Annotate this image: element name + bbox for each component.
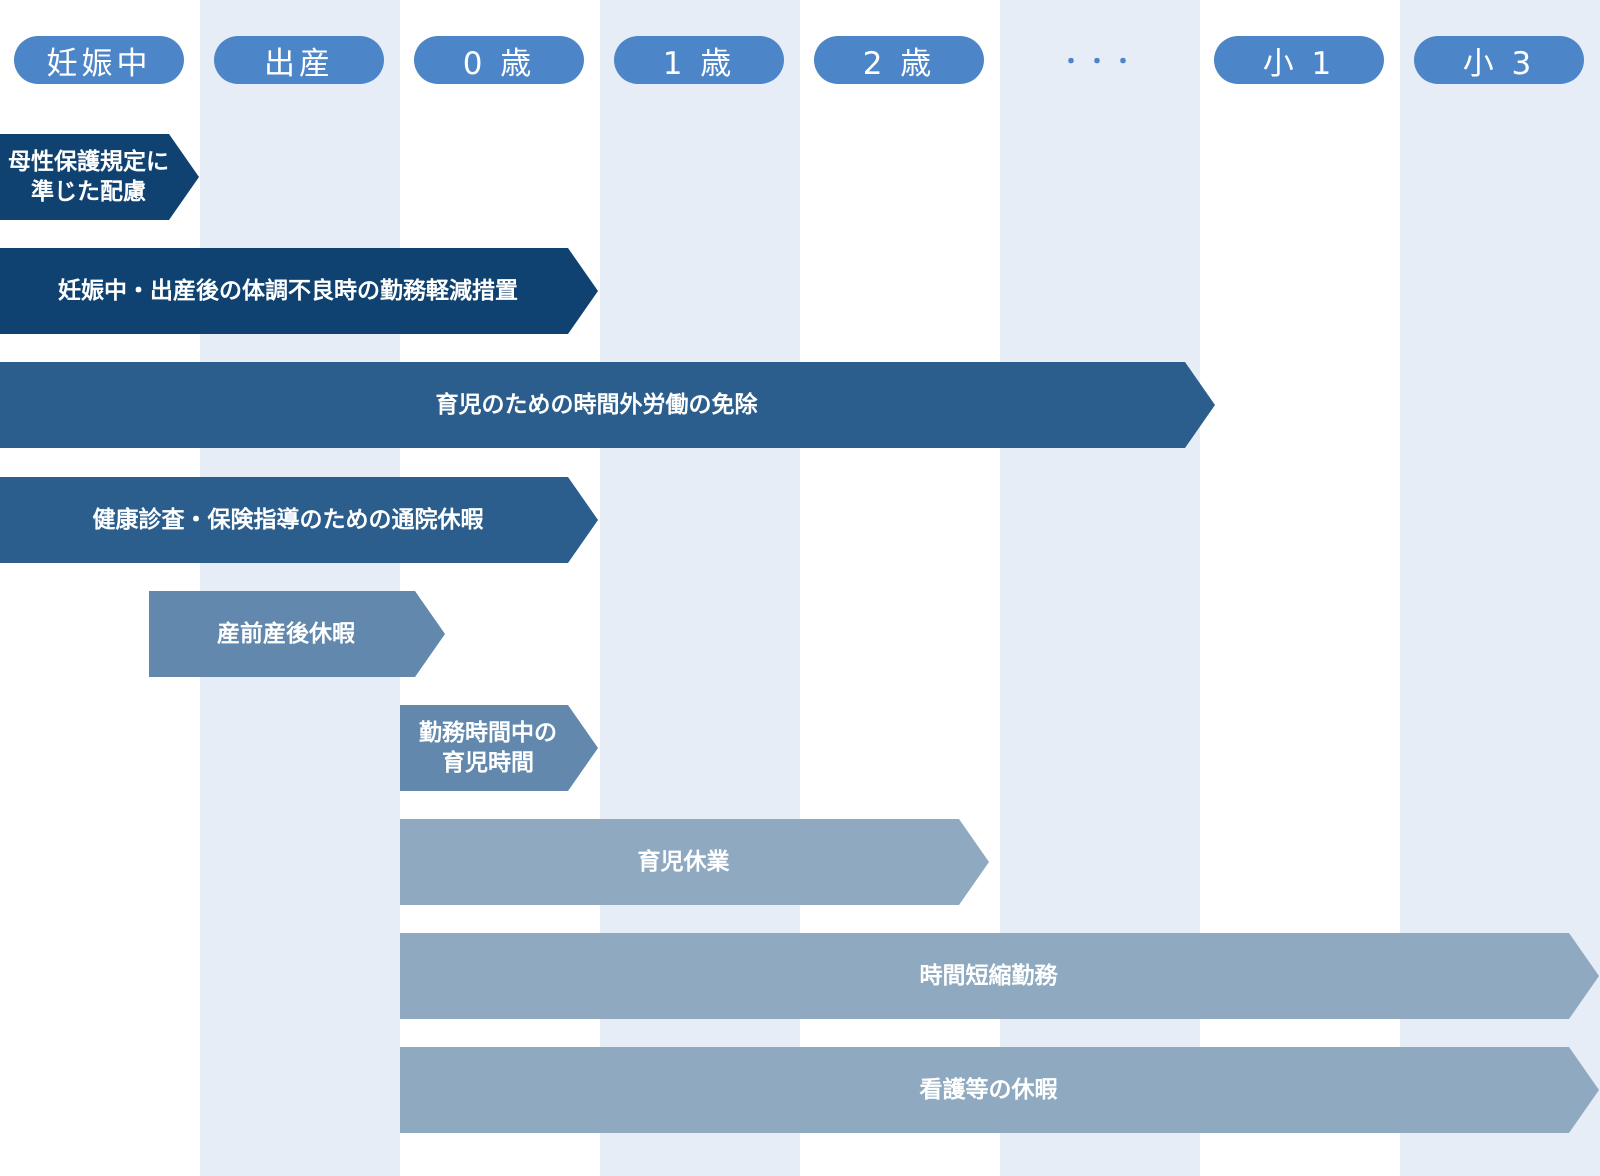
stage-pill-birth: 出産 [214,36,384,84]
measure-bar-shorter-hours: 時間短縮勤務 [400,933,1599,1019]
measure-bar-nursing-care-leave: 看護等の休暇 [400,1047,1599,1133]
measure-label: 時間短縮勤務 [919,963,1058,989]
stage-ellipsis: ・・・ [1059,50,1138,75]
stage-pill-age-2: 2 歳 [814,36,984,84]
column-band [200,0,400,1176]
measure-label: 産前産後休暇 [217,621,355,647]
measure-bar-nursing-time: 勤務時間中の育児時間 [400,705,598,791]
measure-label: 妊娠中・出産後の体調不良時の勤務軽減措置 [58,278,518,304]
measure-bar-childcare-leave: 育児休業 [400,819,989,905]
measure-label: 健康診査・保険指導のための通院休暇 [92,507,484,533]
stage-pill-elementary-1: 小 1 [1214,36,1384,84]
measure-bar-maternal-protection: 母性保護規定に準じた配慮 [0,134,199,220]
measure-bar-overtime-exemption: 育児のための時間外労働の免除 [0,362,1215,448]
measure-label: 看護等の休暇 [919,1077,1058,1103]
measure-label: 育児のための時間外労働の免除 [435,392,758,418]
measure-bar-maternity-leave: 産前産後休暇 [149,591,445,677]
stage-pill-elementary-3: 小 3 [1414,36,1584,84]
measure-label: 勤務時間中の育児時間 [419,720,557,776]
measure-bar-checkup-leave: 健康診査・保険指導のための通院休暇 [0,477,598,563]
stage-pill-age-0: 0 歳 [414,36,584,84]
measure-label: 母性保護規定に準じた配慮 [8,149,169,205]
stage-pill-pregnancy: 妊娠中 [14,36,184,84]
measure-bar-workload-reduction: 妊娠中・出産後の体調不良時の勤務軽減措置 [0,248,598,334]
measure-label: 育児休業 [637,849,730,875]
stage-pill-age-1: 1 歳 [614,36,784,84]
